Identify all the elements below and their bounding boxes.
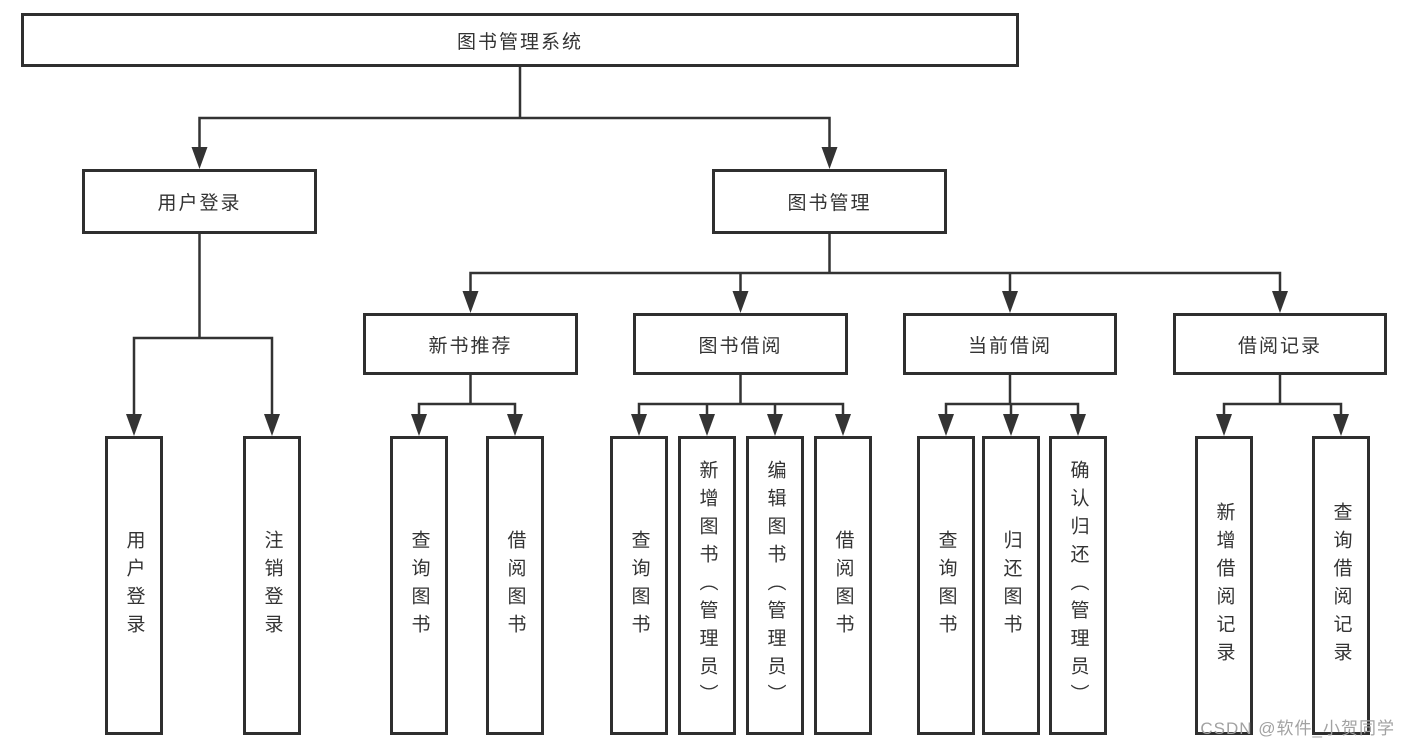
node-label: 图书管理系统 [456,31,583,53]
node-borrowing-records: 借阅记录 [1173,313,1387,375]
node-label: 归还图书 [1000,529,1022,642]
node-new-book-recommendation: 新书推荐 [363,313,578,375]
node-book-borrowing: 图书借阅 [633,313,848,375]
leaf-query-books-borrowing: 查询图书 [610,436,668,735]
node-label: 编辑图书（管理员） [764,459,786,712]
csdn-watermark: CSDN @软件_小贺同学 [1200,719,1395,738]
node-label: 借阅图书 [504,529,526,642]
leaf-query-books-current: 查询图书 [917,436,975,735]
node-label: 查询借阅记录 [1330,501,1352,670]
node-label: 新书推荐 [428,335,513,357]
node-label: 当前借阅 [967,335,1052,357]
node-label: 用户登录 [157,193,242,214]
leaf-edit-books-admin: 编辑图书（管理员） [746,436,804,735]
leaf-query-books-recommend: 查询图书 [390,436,448,735]
node-label: 新增图书（管理员） [696,459,718,712]
node-library-management-system: 图书管理系统 [21,13,1019,67]
leaf-return-books: 归还图书 [982,436,1040,735]
leaf-query-borrow-record: 查询借阅记录 [1312,436,1370,735]
node-label: 借阅记录 [1237,335,1322,357]
node-label: 查询图书 [628,529,650,642]
leaf-borrow-books-recommend: 借阅图书 [486,436,544,735]
leaf-logout: 注销登录 [243,436,301,735]
node-label: 注销登录 [261,529,283,642]
node-label: 图书管理 [787,193,872,214]
arrowheads [126,147,1349,436]
node-label: 图书借阅 [698,335,783,357]
node-current-borrowing: 当前借阅 [903,313,1117,375]
node-book-management: 图书管理 [712,169,947,234]
leaf-add-borrow-record: 新增借阅记录 [1195,436,1253,735]
node-label: 借阅图书 [832,529,854,642]
node-label: 确认归还（管理员） [1067,459,1089,712]
leaf-confirm-return-admin: 确认归还（管理员） [1049,436,1107,735]
leaf-borrow-books-borrowing: 借阅图书 [814,436,872,735]
node-label: 查询图书 [408,529,430,642]
node-label: 新增借阅记录 [1213,501,1235,670]
leaf-add-books-admin: 新增图书（管理员） [678,436,736,735]
node-label: 用户登录 [123,529,145,642]
node-user-login: 用户登录 [82,169,317,234]
leaf-user-login: 用户登录 [105,436,163,735]
node-label: 查询图书 [935,529,957,642]
